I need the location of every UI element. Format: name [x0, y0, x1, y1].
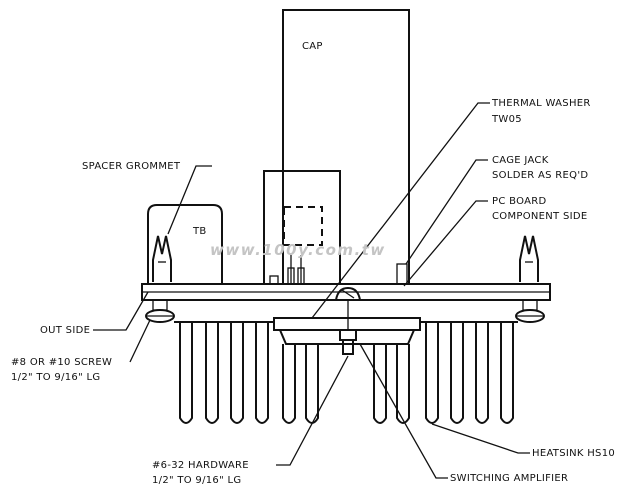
- label-screw-length: 1/2" TO 9/16" LG: [11, 372, 100, 383]
- label-hardware: #6-32 HARDWARE: [152, 460, 249, 471]
- screw-left: [145, 299, 175, 323]
- label-pc-board: PC BOARD: [492, 196, 546, 207]
- label-hardware-length: 1/2" TO 9/16" LG: [152, 475, 241, 486]
- spacer-grommet-right: [519, 235, 539, 282]
- component-dashed-outline: [283, 206, 323, 246]
- cage-jack: [396, 263, 408, 285]
- component-box: [263, 170, 341, 285]
- label-cage-jack: CAGE JACK: [492, 155, 549, 166]
- spacer-grommet-left: [152, 235, 172, 282]
- label-out-side: OUT SIDE: [40, 325, 90, 336]
- thermal-washer: [335, 286, 361, 301]
- component-leads: [269, 255, 408, 285]
- label-tb: TB: [192, 226, 207, 237]
- hardware-6-32: [339, 300, 357, 355]
- leader-lines: [93, 102, 530, 479]
- label-screw: #8 OR #10 SCREW: [11, 357, 112, 368]
- label-heatsink: HEATSINK HS10: [532, 448, 615, 459]
- label-cage-jack-note: SOLDER AS REQ'D: [492, 170, 588, 181]
- terminal-block: [147, 204, 223, 284]
- screw-right: [515, 299, 545, 323]
- heatsink-fins-center: [282, 344, 410, 424]
- label-thermal-washer: THERMAL WASHER: [491, 98, 591, 109]
- watermark: www.100y.com.tw: [210, 241, 386, 259]
- label-thermal-washer-part: TW05: [491, 114, 522, 125]
- label-switching-amplifier: SWITCHING AMPLIFIER: [450, 473, 568, 484]
- label-pc-board-side: COMPONENT SIDE: [492, 211, 587, 222]
- label-spacer-grommet: SPACER GROMMET: [82, 161, 181, 172]
- heatsink-fins-right: [425, 322, 514, 424]
- heatsink-fins-left: [179, 322, 269, 424]
- label-cap: CAP: [302, 41, 323, 52]
